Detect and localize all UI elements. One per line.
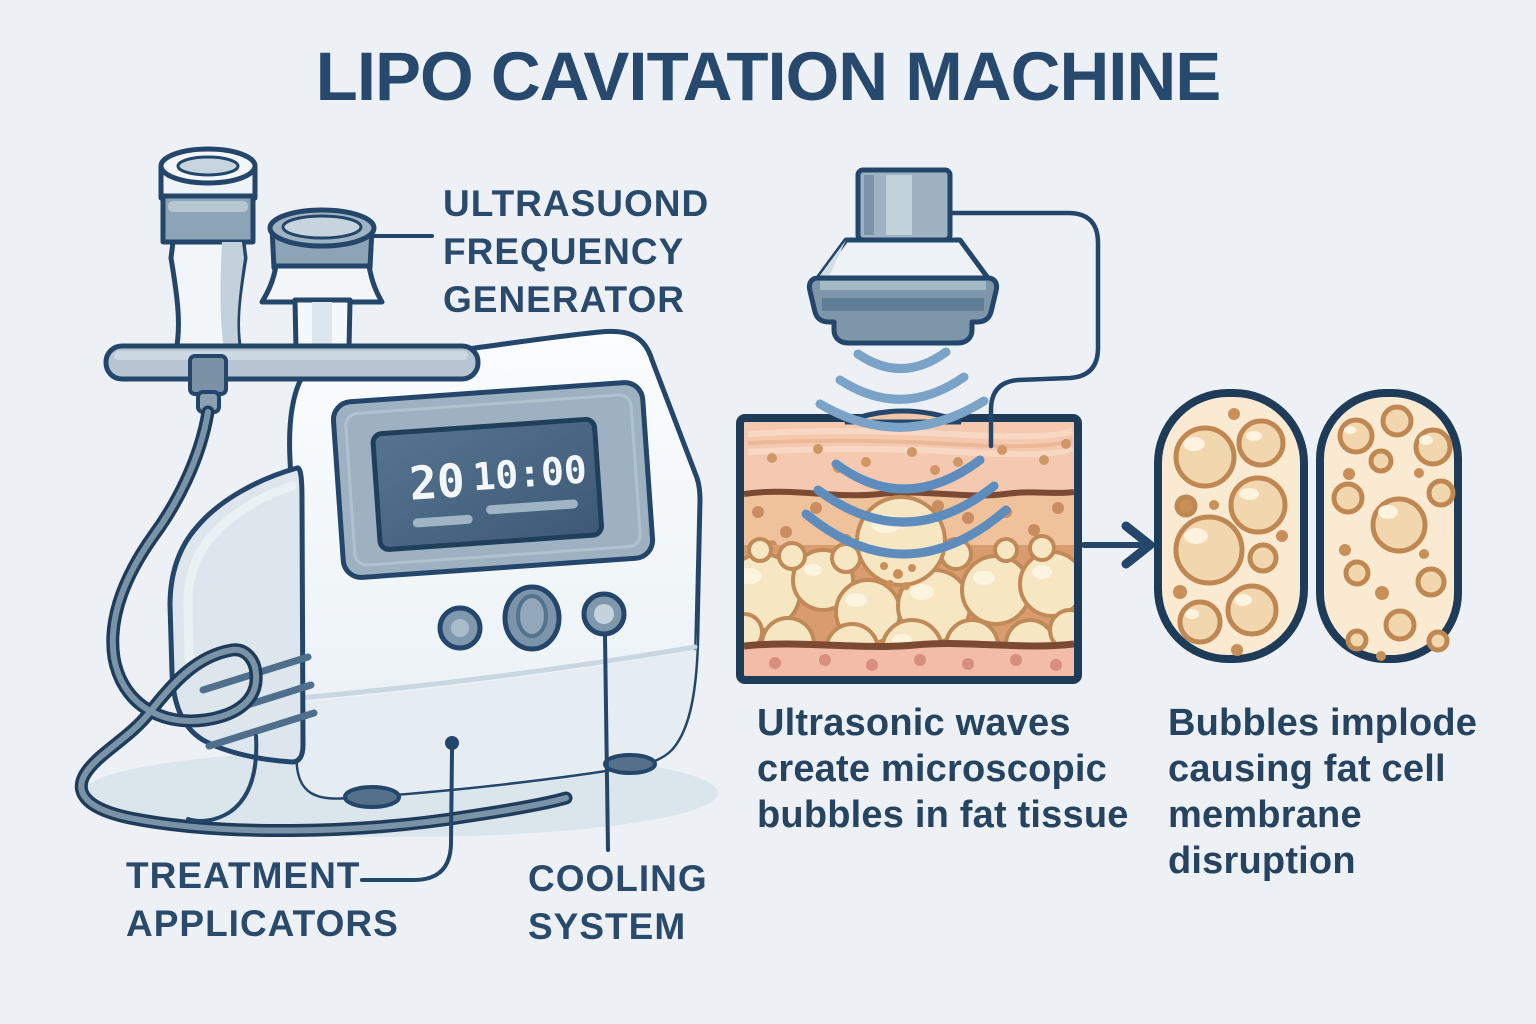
muscle-dots: [769, 654, 1062, 671]
fat-muscle-boundary: [744, 640, 1074, 650]
display-screen: 20 10:00: [330, 380, 656, 580]
caption-ultrasonic-waves: Ultrasonic waves create microscopic bubb…: [757, 702, 1129, 836]
arrow-right-icon: [1081, 521, 1155, 569]
ultrasound-waves-icon: [815, 347, 989, 432]
machine-front-lower-band: [298, 632, 697, 798]
bubbles-small: [1331, 404, 1456, 661]
fat-cell-after: [1316, 389, 1462, 663]
applicator-cable: [74, 354, 573, 838]
bubbles-large: [1173, 408, 1288, 656]
dermis-fat-boundary: [744, 488, 1074, 499]
page-title: LIPO CAVITATION MACHINE: [315, 38, 1222, 115]
display-level-value: 20: [407, 453, 466, 511]
caption-bubbles-implode: Bubbles implode causing fat cell membran…: [1168, 702, 1478, 882]
label-frequency-generator: ULTRASUOND FREQUENCY GENERATOR: [443, 183, 710, 320]
applicator-shelf: [103, 343, 481, 382]
machine-illustration: 20 10:00: [74, 146, 718, 882]
display-underline-right: [486, 499, 578, 515]
epidermis-dots: [767, 439, 1071, 475]
label-cooling-system: COOLING SYSTEM: [528, 858, 708, 947]
leader-dot-applicators: [445, 736, 459, 750]
ultrasound-waves-in-tissue-icon: [801, 455, 1011, 559]
fat-cell-before: [1154, 389, 1308, 663]
machine-body: 20 10:00: [167, 328, 703, 809]
treatment-applicator-tall: [158, 146, 258, 361]
leader-line-probe-to-skin: [947, 210, 1101, 449]
control-buttons: [437, 584, 627, 652]
skin-cross-section: [736, 408, 1082, 684]
leader-line-cooling: [603, 634, 610, 852]
treatment-applicator-short: [259, 207, 385, 353]
label-treatment-applicators: TREATMENT APPLICATORS: [126, 855, 399, 944]
display-timer-value: 10:00: [471, 447, 588, 499]
handpiece-probe: [806, 167, 1101, 449]
leader-line-applicators: [360, 748, 454, 882]
display-underline-left: [412, 514, 473, 528]
leader-line-applicators-2: [186, 734, 259, 823]
